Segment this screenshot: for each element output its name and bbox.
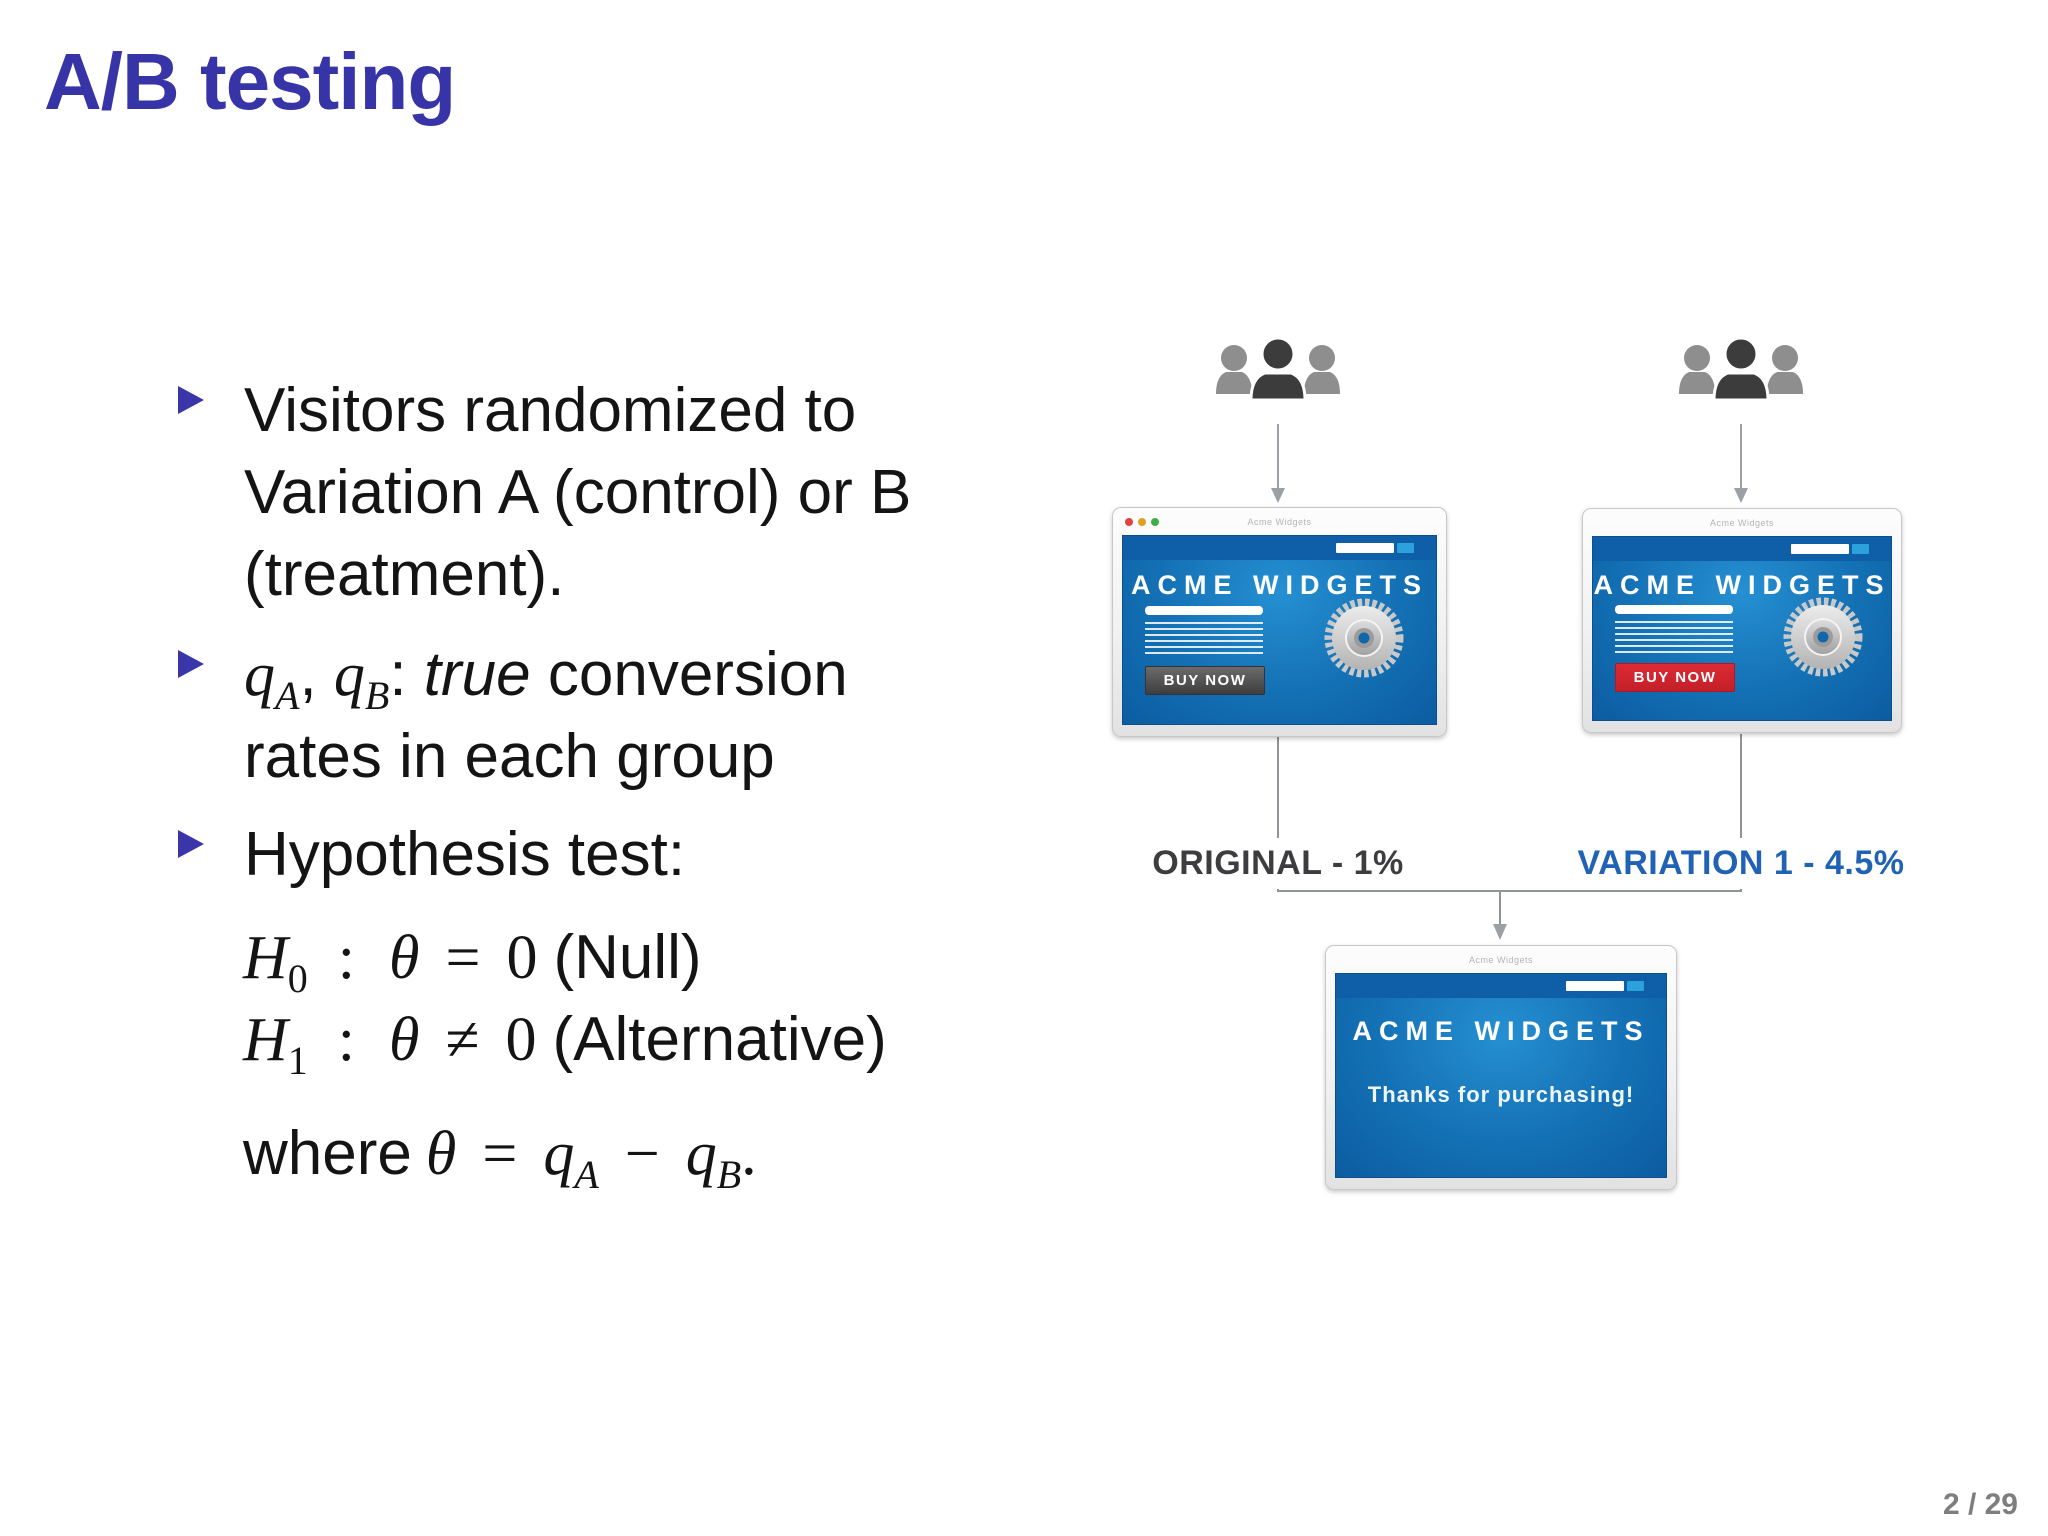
webpage-screen: ACME WIDGETS Thanks for purchasing! — [1335, 973, 1667, 1178]
window-dots-icon — [1125, 518, 1159, 526]
connector-line-left — [1277, 736, 1279, 892]
search-bar-icon — [1566, 981, 1644, 991]
gear-icon — [1783, 597, 1863, 677]
connector-line-right — [1740, 734, 1742, 892]
bullet-triangle-icon — [178, 830, 204, 858]
browser-window-result: Acme Widgets ACME WIDGETS Thanks for pur… — [1325, 945, 1677, 1190]
browser-chrome-title: Acme Widgets — [1468, 955, 1534, 965]
browser-titlebar: Acme Widgets — [1113, 508, 1446, 535]
page-header-band — [1336, 974, 1666, 998]
bullet-item-conversion-rates: qA, qB: true conversion rates in each gr… — [178, 634, 848, 798]
bullet1-line1: Visitors randomized to — [244, 376, 857, 445]
bullet-item-hypothesis: Hypothesis test: — [178, 814, 685, 896]
bullet2-line2: rates in each group — [244, 722, 775, 791]
browser-titlebar: Acme Widgets — [1326, 946, 1676, 973]
visitors-group-a-icon — [1216, 336, 1340, 402]
arrow-down-to-variation-b-icon — [1734, 424, 1748, 503]
bullet-item-visitors: Visitors randomized to Variation A (cont… — [178, 370, 911, 616]
browser-window-variation-b: Acme Widgets ACME WIDGETS BUY NOW — [1582, 508, 1902, 733]
browser-chrome-title: Acme Widgets — [1247, 517, 1312, 527]
math-null-hypothesis: H0:θ=0(Null) — [243, 923, 702, 1001]
bullet1-line2: Variation A (control) or B — [244, 458, 912, 527]
bullet-triangle-icon — [178, 650, 204, 678]
search-bar-icon — [1791, 544, 1869, 554]
webpage-screen: ACME WIDGETS BUY NOW — [1122, 535, 1437, 725]
arrow-down-to-variation-a-icon — [1271, 424, 1285, 503]
page-header-band — [1123, 536, 1436, 560]
bullet1-line3: (treatment). — [244, 540, 565, 609]
math-alternative-hypothesis: H1:θ≠0(Alternative) — [243, 1005, 887, 1083]
arrow-down-to-result-icon — [1493, 924, 1507, 940]
search-bar-icon — [1336, 543, 1414, 553]
label-original-conversion: ORIGINAL - 1% — [1088, 838, 1468, 889]
visitors-group-b-icon — [1679, 336, 1803, 402]
placeholder-text-lines — [1145, 606, 1263, 658]
connector-line-horizontal — [1277, 890, 1742, 892]
page-title: A/B testing — [44, 37, 456, 126]
site-title: ACME WIDGETS — [1593, 570, 1891, 600]
connector-line-center — [1499, 890, 1501, 924]
browser-titlebar: Acme Widgets — [1583, 509, 1901, 536]
webpage-screen: ACME WIDGETS BUY NOW — [1592, 536, 1892, 721]
browser-window-variation-a: Acme Widgets ACME WIDGETS BUY NOW — [1112, 507, 1447, 737]
site-title: ACME WIDGETS — [1352, 1016, 1650, 1046]
bullet-triangle-icon — [178, 386, 204, 414]
thanks-message: Thanks for purchasing! — [1367, 1082, 1635, 1107]
placeholder-text-lines — [1615, 605, 1733, 657]
site-title: ACME WIDGETS — [1131, 570, 1428, 600]
browser-chrome-title: Acme Widgets — [1709, 518, 1775, 528]
page-number: 2 / 29 — [1942, 1488, 2018, 1521]
page-header-band — [1593, 537, 1891, 561]
bullet2-line1: qA, qB: true conversion — [244, 640, 848, 718]
label-variation-conversion: VARIATION 1 - 4.5% — [1551, 838, 1931, 889]
bullet3-text: Hypothesis test: — [244, 820, 686, 889]
buy-now-button-red: BUY NOW — [1615, 663, 1735, 692]
gear-icon — [1324, 598, 1404, 678]
buy-now-button-gray: BUY NOW — [1145, 666, 1265, 695]
